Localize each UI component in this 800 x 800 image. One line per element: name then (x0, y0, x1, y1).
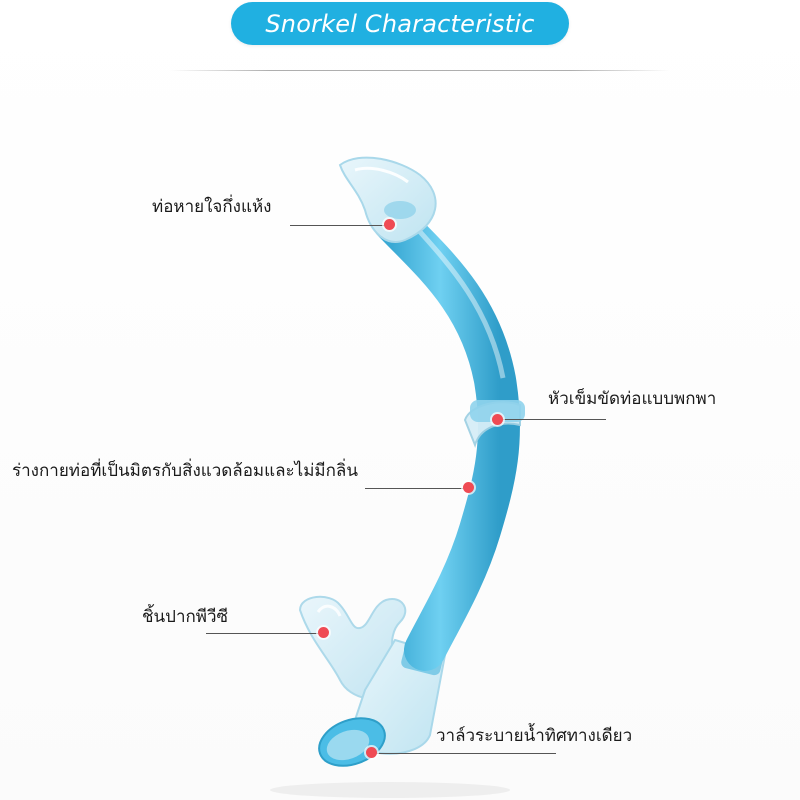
title-divider (170, 70, 670, 71)
leader-line-clip (498, 419, 606, 420)
leader-line-mouthpiece (206, 633, 322, 634)
label-clip: หัวเข็มขัดท่อแบบพกพา (548, 389, 717, 409)
label-mouthpiece: ชิ้นปากพีวีซี (142, 607, 229, 627)
snorkel-tube (371, 199, 520, 671)
marker-dry-top (384, 219, 395, 230)
leader-line-valve (372, 753, 556, 754)
marker-mouthpiece (318, 627, 329, 638)
tube-clip (463, 400, 525, 449)
title-banner: Snorkel Characteristic (231, 2, 569, 45)
marker-clip (492, 414, 503, 425)
leader-line-body (365, 488, 467, 489)
label-valve: วาล์วระบายน้ำทิศทางเดียว (436, 726, 633, 746)
shadow (270, 782, 510, 798)
marker-body (463, 482, 474, 493)
dry-top-part (338, 156, 437, 243)
label-tube-body: ร่างกายท่อที่เป็นมิตรกับสิ่งแวดล้อมและไม… (12, 461, 358, 481)
label-dry-top: ท่อหายใจกึ่งแห้ง (152, 197, 272, 217)
leader-line-dry-top (290, 225, 390, 226)
page-title: Snorkel Characteristic (265, 9, 535, 38)
marker-valve (366, 747, 377, 758)
